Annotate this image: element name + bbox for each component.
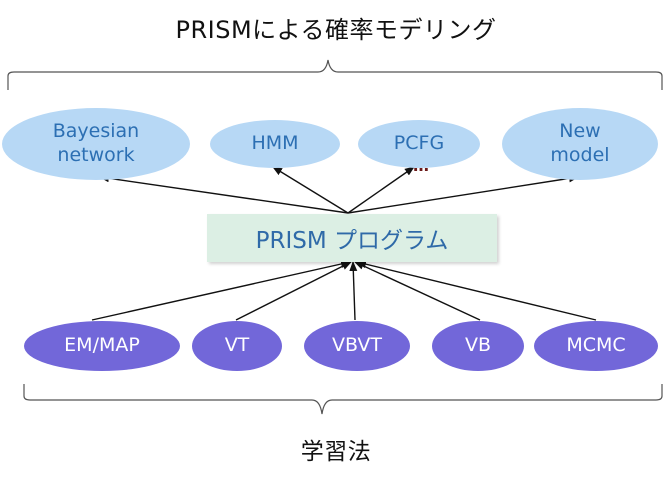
arrow-from-vt	[235, 261, 352, 321]
node-vbvt: VBVT	[304, 321, 410, 371]
arrow-from-vbvt	[349, 261, 358, 321]
arrow-to-hmm	[272, 166, 349, 214]
ellipsis-mark: …	[413, 156, 429, 175]
node-mcmc: MCMC	[534, 321, 658, 371]
node-new-model: New model	[502, 108, 658, 180]
prism-program-box: PRISM プログラム	[207, 214, 497, 262]
arrow-from-mcmc	[356, 260, 597, 321]
arrow-from-vb	[354, 261, 481, 321]
arrow-to-newmodel	[347, 174, 579, 214]
node-vt: VT	[192, 321, 282, 371]
bottom-brace	[23, 384, 663, 415]
top-brace	[7, 59, 663, 90]
node-vb: VB	[432, 321, 524, 371]
node-em-map: EM/MAP	[24, 321, 180, 371]
node-bayesian-network: Bayesian network	[2, 108, 190, 180]
arrow-to-pcfg	[347, 166, 415, 214]
arrow-from-emmap	[91, 260, 351, 321]
node-hmm: HMM	[210, 120, 340, 168]
diagram-title: PRISMによる確率モデリング	[175, 16, 497, 44]
arrow-to-bayes	[99, 174, 349, 214]
learning-methods-label: 学習法	[300, 439, 372, 465]
node-pcfg: PCFG	[358, 120, 480, 168]
